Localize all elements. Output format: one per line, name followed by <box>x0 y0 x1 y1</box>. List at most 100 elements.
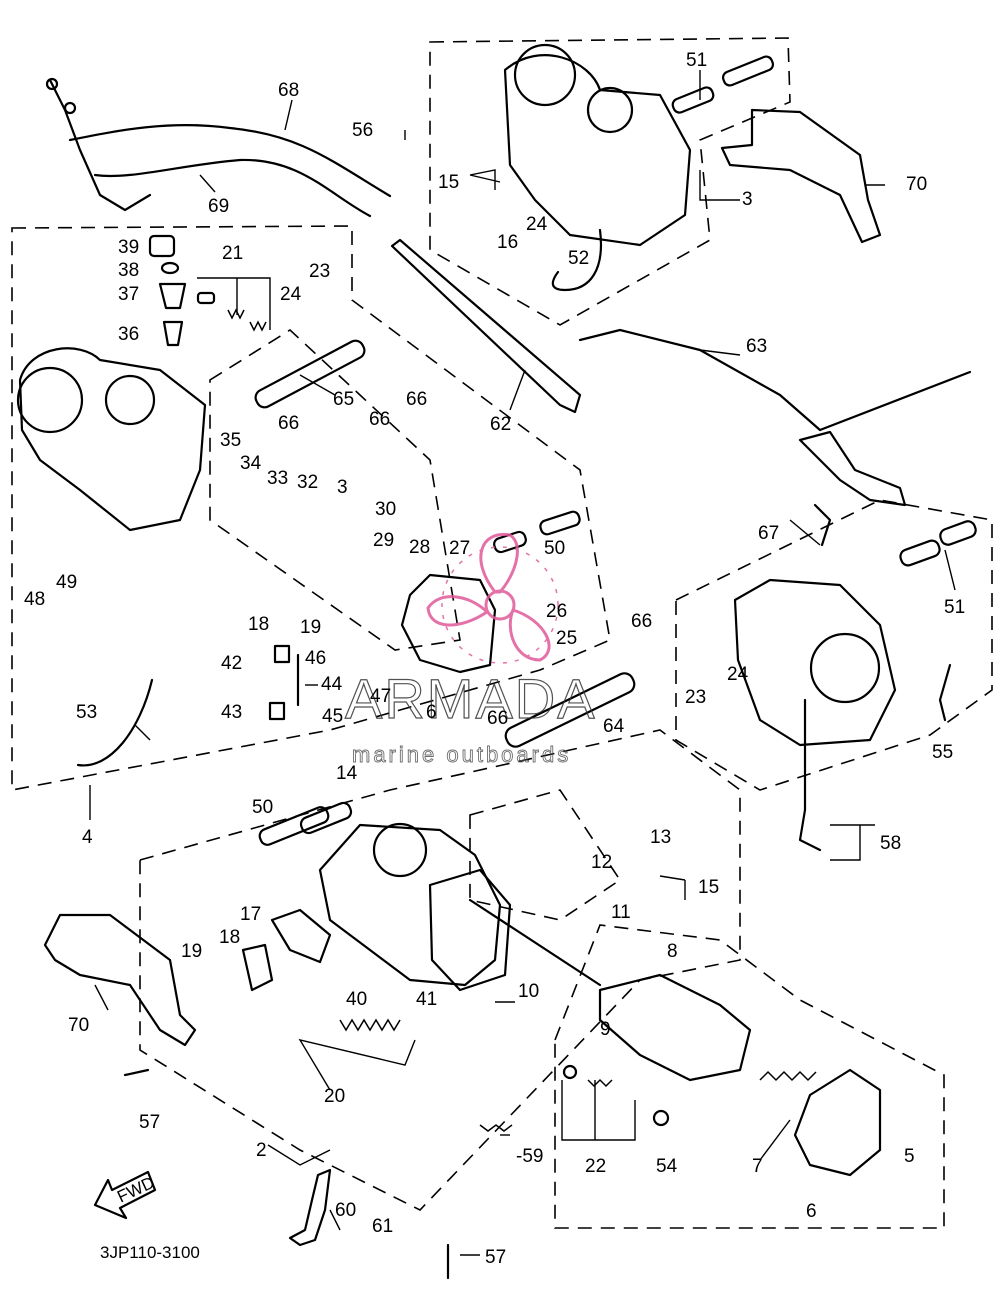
cable-end-ball-2 <box>63 101 77 115</box>
tube-51-top <box>721 55 775 87</box>
leader-65 <box>299 374 336 396</box>
label-9: 9 <box>600 1019 611 1040</box>
label-66-a: 66 <box>406 389 427 410</box>
label-30: 30 <box>375 499 396 520</box>
label-35: 35 <box>220 430 241 451</box>
part-number-labels: 51 68 56 15 70 3 69 24 16 52 39 21 38 23… <box>24 50 965 1268</box>
label-29: 29 <box>373 530 394 551</box>
outline-group-4 <box>11 225 611 791</box>
washer-22 <box>562 1064 578 1080</box>
label-18-mid: 18 <box>248 614 269 635</box>
part-shapes <box>16 43 977 1280</box>
spring-7 <box>759 1070 817 1082</box>
leader-2 <box>267 1144 331 1166</box>
label-25: 25 <box>556 628 577 649</box>
carburetor-top <box>503 54 692 247</box>
leader-60 <box>329 1209 341 1231</box>
label-16: 16 <box>497 232 518 253</box>
label-42: 42 <box>221 653 242 674</box>
label-2: 2 <box>256 1140 267 1161</box>
tube-50-lower-b <box>299 801 353 835</box>
leader-7 <box>759 1119 791 1161</box>
leader-15-right <box>659 875 686 900</box>
outline-group-4-inner <box>209 328 461 651</box>
throttle-cable-68 <box>68 124 392 198</box>
leader-58 <box>830 824 875 861</box>
carburetor-lower <box>318 823 502 987</box>
carb-lower-body <box>428 868 512 992</box>
drawing-code: 3JP110-3100 <box>100 1243 200 1262</box>
part-42 <box>273 644 291 664</box>
screw-21 <box>196 291 216 305</box>
label-5: 5 <box>904 1146 915 1167</box>
label-8: 8 <box>667 941 678 962</box>
outline-group-2 <box>139 729 741 1211</box>
carb-top-bore <box>586 86 634 134</box>
label-11: 11 <box>611 902 631 923</box>
plug-39 <box>148 234 176 258</box>
leader-lines <box>89 70 956 1256</box>
label-66-b: 66 <box>278 413 299 434</box>
bracket-70-lower <box>43 913 197 1047</box>
lever-58 <box>798 698 822 852</box>
shaft-65 <box>254 339 366 409</box>
label-10: 10 <box>518 981 539 1002</box>
leader-69 <box>199 174 216 193</box>
hose-53 <box>76 678 154 767</box>
watermark-tagline: marine outboards <box>352 742 571 767</box>
leader-53 <box>134 724 151 741</box>
leader-68 <box>284 99 293 131</box>
watermark-brand: ARMADA <box>345 667 597 730</box>
fwd-arrow-shape <box>93 1170 157 1220</box>
label-18-lower: 18 <box>219 927 240 948</box>
hose-52 <box>551 228 603 292</box>
label-3-mid: 3 <box>337 477 348 498</box>
label-50-lower: 50 <box>252 797 273 818</box>
label-22: 22 <box>585 1156 606 1177</box>
label-17: 17 <box>240 904 261 925</box>
label-6-lower: 6 <box>806 1201 817 1222</box>
spring-59 <box>479 1124 513 1132</box>
outline-group-lower-inner <box>469 789 622 921</box>
label-24-right: 24 <box>727 664 749 685</box>
label-57-lower: 57 <box>485 1247 506 1268</box>
label-61: 61 <box>372 1216 393 1237</box>
label-41: 41 <box>416 989 437 1010</box>
label-12: 12 <box>591 852 612 873</box>
leader-3 <box>699 170 740 201</box>
carb-left-bore <box>104 374 156 426</box>
label-15-right: 15 <box>698 877 719 898</box>
label-66-lower: 66 <box>487 708 508 729</box>
shaft-lever-63 <box>798 430 907 507</box>
label-46: 46 <box>305 648 326 669</box>
label-52: 52 <box>568 248 589 269</box>
label-49: 49 <box>56 572 77 593</box>
label-40: 40 <box>346 989 367 1010</box>
label-38: 38 <box>118 260 139 281</box>
throttle-shaft-63 <box>578 328 972 432</box>
label-7: 7 <box>752 1156 763 1177</box>
label-68: 68 <box>278 80 299 101</box>
leader-70-lower <box>94 984 109 1011</box>
tube-50-upper-b <box>539 510 581 536</box>
label-23: 23 <box>309 261 330 282</box>
propeller-logo <box>426 532 559 664</box>
outline-group-8 <box>554 924 945 1229</box>
label-66-right: 66 <box>631 611 652 632</box>
spring-22 <box>587 1078 613 1088</box>
label-44: 44 <box>321 674 343 695</box>
label-19-lower: 19 <box>181 941 202 962</box>
label-64: 64 <box>603 716 625 737</box>
cover-5-6 <box>793 1068 882 1177</box>
label-3: 3 <box>742 189 753 210</box>
leader-67 <box>789 519 821 546</box>
oring-38 <box>160 261 180 275</box>
fwd-arrow: FWD <box>93 1170 157 1220</box>
needle-shaft-8 <box>468 898 602 987</box>
label-55: 55 <box>932 742 953 763</box>
carb-lower-bore <box>372 822 428 878</box>
label-66-c: 66 <box>369 409 390 430</box>
leader-22 <box>561 1080 636 1141</box>
label-62: 62 <box>490 414 511 435</box>
spring-20 <box>339 1018 401 1032</box>
